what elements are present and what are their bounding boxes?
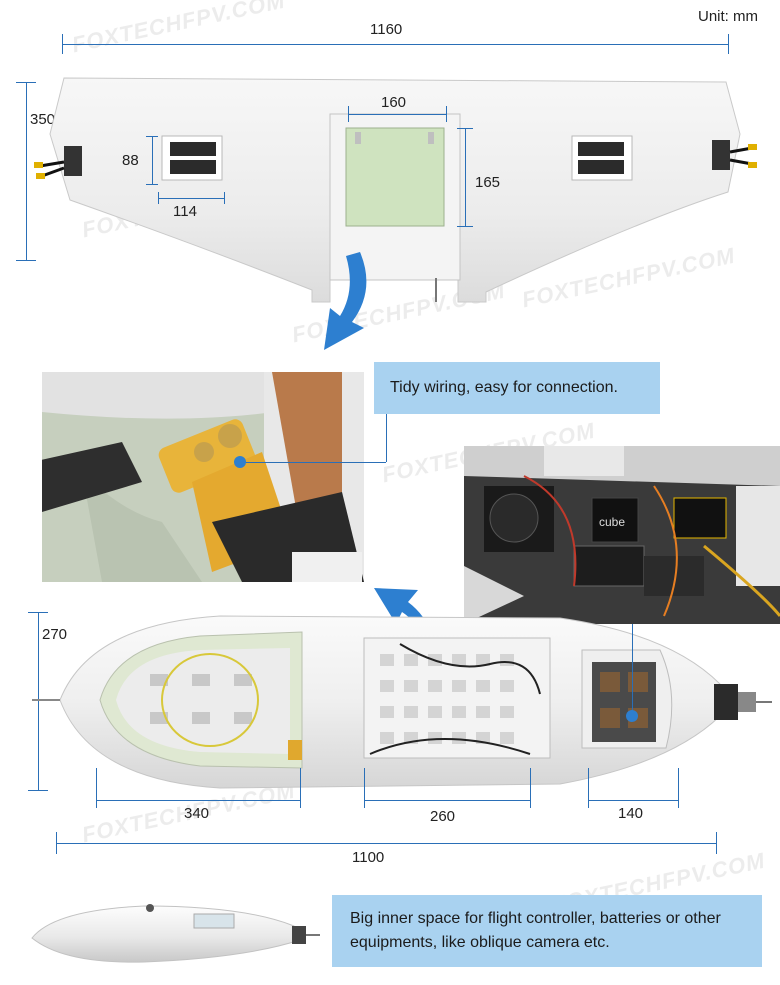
wiring-callout-pointer-v <box>386 414 387 462</box>
middle-bay-tick-right <box>530 768 531 808</box>
middle-bay-label: 260 <box>430 808 456 825</box>
rear-bay-line <box>588 800 678 801</box>
wiring-callout-pointer-h <box>240 462 386 463</box>
wiring-callout: Tidy wiring, easy for connection. <box>374 362 660 414</box>
front-bay-tick-right <box>300 768 301 808</box>
wing-span-tick-left <box>62 34 63 54</box>
wing-image <box>34 77 757 303</box>
fuselage-length-line <box>56 843 716 844</box>
hatch-width-tick-left <box>348 106 349 122</box>
servo-width-tick-left <box>158 192 159 204</box>
arrow-up-icon <box>374 588 437 676</box>
rear-bay-label: 140 <box>618 805 644 822</box>
front-bay-line <box>96 800 300 801</box>
fc-pointer-dot <box>626 710 638 722</box>
fuselage-image <box>32 615 772 789</box>
hatch-width-tick-right <box>446 106 447 122</box>
servo-width-line <box>158 198 224 199</box>
hatch-height-line <box>465 128 466 226</box>
fuselage-length-tick-right <box>716 832 717 854</box>
hatch-height-tick-bottom <box>457 226 473 227</box>
hatch-width-label: 160 <box>381 94 407 111</box>
middle-bay-tick-left <box>364 768 365 808</box>
wing-span-line <box>62 44 728 45</box>
servo-height-tick-bottom <box>146 184 158 185</box>
wing-chord-label: 350 <box>30 111 56 128</box>
front-bay-tick-left <box>96 768 97 808</box>
wing-chord-tick-top <box>16 82 36 83</box>
wing-chord-line <box>26 82 27 260</box>
servo-height-label: 88 <box>122 152 139 169</box>
wing-span-tick-right <box>728 34 729 54</box>
fc-photo-pointer-v <box>632 624 633 716</box>
hatch-height-tick-top <box>457 128 473 129</box>
wiring-pointer-dot <box>234 456 246 468</box>
unit-label: Unit: mm <box>698 8 758 25</box>
servo-width-tick-right <box>224 192 225 204</box>
servo-height-tick-top <box>146 136 158 137</box>
cube-label: cube <box>599 515 625 529</box>
hatch-height-label: 165 <box>475 174 501 191</box>
servo-width-label: 114 <box>173 203 197 220</box>
space-callout: Big inner space for flight controller, b… <box>332 895 762 967</box>
fuselage-side-image <box>31 904 320 963</box>
fuselage-height-tick-bottom <box>28 790 48 791</box>
watermark: FOXTECHFPV.COM <box>69 0 288 58</box>
wing-span-label: 1160 <box>370 21 403 38</box>
connector-photo <box>42 372 364 582</box>
flight-controller-photo: cube <box>464 446 780 624</box>
rear-bay-tick-right <box>678 768 679 808</box>
fuselage-height-label: 270 <box>42 626 68 643</box>
hatch-width-line <box>348 114 446 115</box>
servo-height-line <box>152 136 153 184</box>
fuselage-height-tick-top <box>28 612 48 613</box>
middle-bay-line <box>364 800 530 801</box>
wing-chord-tick-bottom <box>16 260 36 261</box>
rear-bay-tick-left <box>588 768 589 808</box>
front-bay-label: 340 <box>184 805 210 822</box>
arrow-down-icon <box>324 252 367 350</box>
fuselage-length-label: 1100 <box>352 849 385 866</box>
